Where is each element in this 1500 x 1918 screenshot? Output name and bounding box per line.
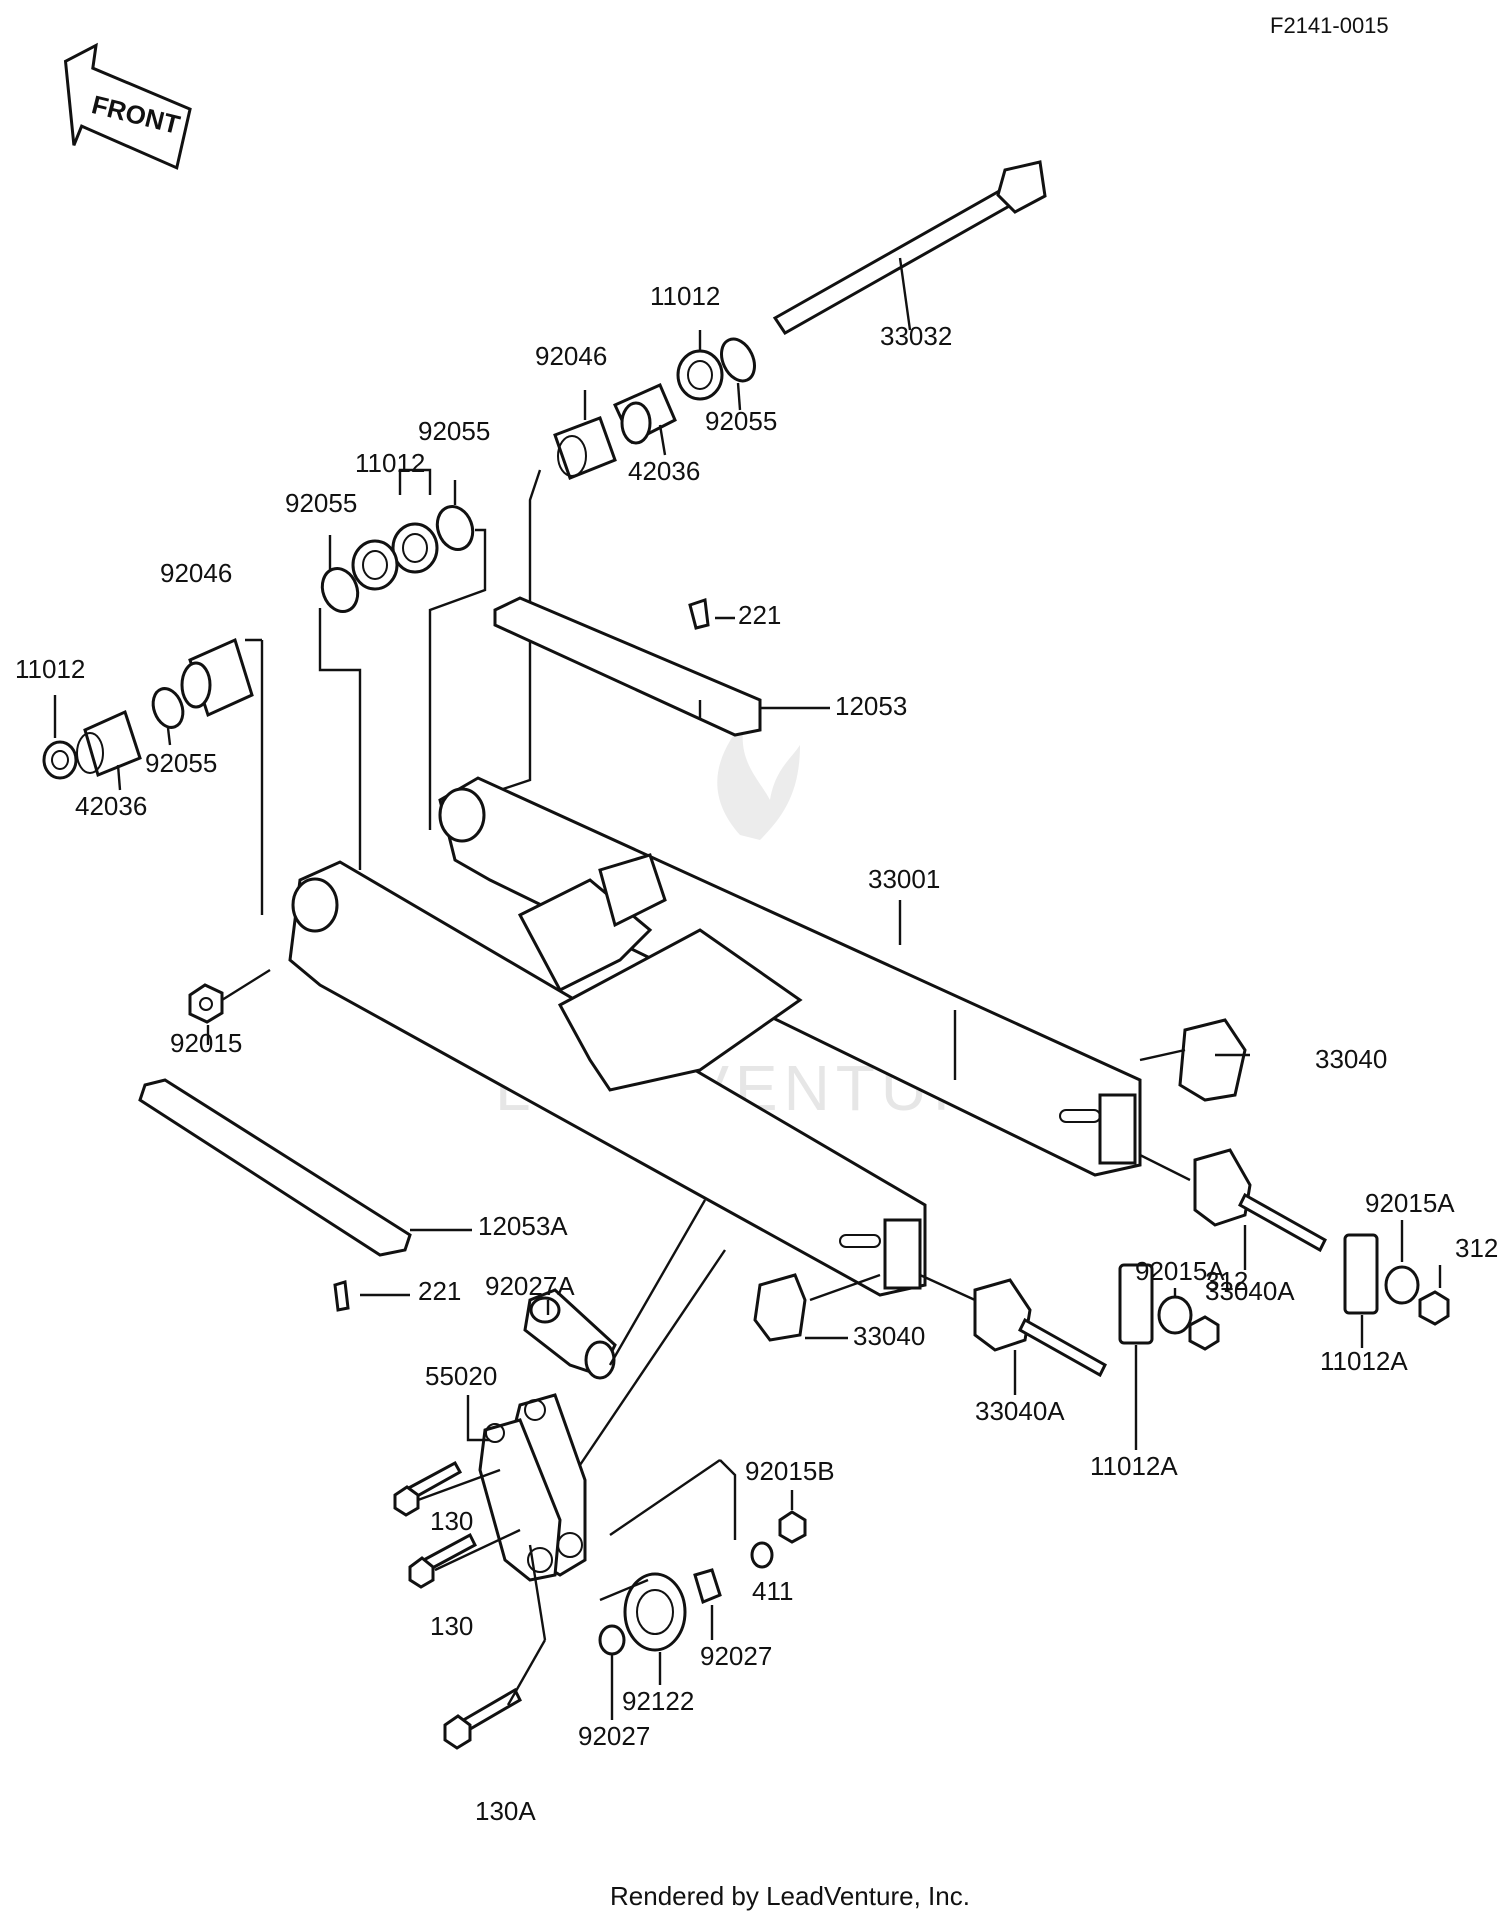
label-92055-upper: 92055 [418,416,490,446]
label-11012-top: 11012 [650,281,720,311]
label-92055-left: 92055 [145,748,217,778]
label-312-mid: 312 [1205,1266,1248,1296]
label-92046-left: 92046 [160,558,232,588]
chain-guide-12053A [138,1078,412,1312]
label-411: 411 [752,1576,793,1606]
label-130A: 130A [475,1796,536,1826]
label-130-a: 130 [430,1506,473,1536]
label-92015A-mid: 92015A [1135,1256,1225,1286]
label-11012A-right: 11012A [1320,1346,1408,1376]
label-92122: 92122 [622,1686,694,1716]
label-92015A-right: 92015A [1365,1188,1455,1218]
mid-bushing-cluster [318,468,542,870]
label-92027-left: 92027 [578,1721,650,1751]
bushing-92122 [598,1510,807,1656]
label-33040A-right: 33040A [1205,1276,1295,1306]
label-12053A: 12053A [478,1211,568,1241]
label-130-b: 130 [430,1611,473,1641]
label-42036-top: 42036 [628,456,700,486]
label-312-right: 312 [1455,1233,1498,1263]
front-arrow-icon: FRONT [63,42,192,170]
label-221-bottom: 221 [418,1276,461,1306]
label-55020: 55020 [425,1361,497,1391]
pivot-bolt-33032 [772,160,1047,335]
diagram-code: F2141-0015 [1270,13,1389,38]
label-92015: 92015 [170,1028,242,1058]
label-221-top: 221 [738,600,781,630]
label-92027-right: 92027 [700,1641,772,1671]
label-92046-top: 92046 [535,341,607,371]
label-11012A-mid: 11012A [1090,1451,1178,1481]
label-42036-left: 42036 [75,791,147,821]
bolts-130 [393,1460,547,1750]
left-bushing-cluster [42,637,264,915]
label-92015B: 92015B [745,1456,835,1486]
label-33040A-mid: 33040A [975,1396,1065,1426]
label-11012-left: 11012 [15,654,85,684]
label-92055-top-right: 92055 [705,406,777,436]
label-11012-mid: 11012 [355,448,425,478]
label-33032: 33032 [880,321,952,351]
label-92055-mid: 92055 [285,488,357,518]
top-bushing-cluster [553,330,756,480]
label-12053: 12053 [835,691,907,721]
nut-92015 [188,968,271,1045]
chain-guide-12053 [493,596,762,737]
label-33001: 33001 [868,864,940,894]
label-92027A: 92027A [485,1271,575,1301]
chain-adjusters [753,1018,1450,1378]
footer-credit: Rendered by LeadVenture, Inc. [610,1881,970,1911]
label-33040-right: 33040 [1315,1044,1387,1074]
label-33040-mid: 33040 [853,1321,925,1351]
swingarm-33001 [288,776,1142,1297]
